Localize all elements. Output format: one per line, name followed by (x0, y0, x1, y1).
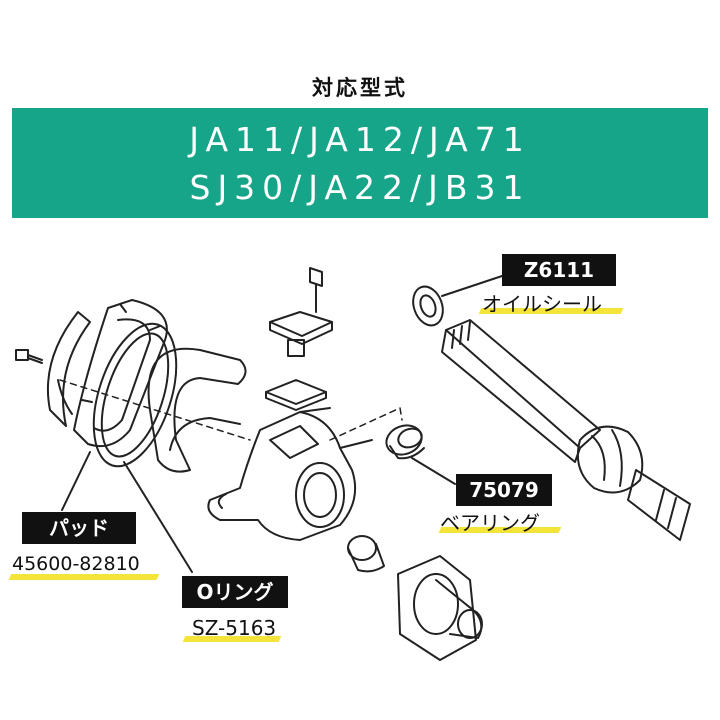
oil-seal-name-label: オイルシール (482, 292, 602, 316)
o-ring-part (92, 322, 178, 468)
kingpin-upper (265, 267, 333, 411)
leader-oil-seal (441, 275, 503, 297)
leader-lines (61, 275, 503, 573)
pad-name-label: パッド (22, 512, 136, 544)
page-title: 対応型式 (312, 76, 408, 100)
assembly-dashed-line (59, 379, 403, 441)
oil-seal-part (412, 285, 444, 327)
bearing-name-label: ベアリング (440, 511, 540, 535)
dust-shield (46, 311, 91, 427)
models-line-1: JA11/JA12/JA71 (189, 120, 531, 159)
o-ring-name-label: Oリング (182, 576, 288, 608)
pad-code-label: 45600-82810 (12, 553, 140, 575)
models-line-2: SJ30/JA22/JB31 (189, 168, 531, 207)
leader-o-ring (123, 461, 193, 573)
axle-shaft (441, 319, 691, 541)
bearing-part (385, 424, 425, 460)
leader-pad (61, 451, 91, 511)
leader-bearing (411, 457, 456, 485)
bolt-left (15, 349, 43, 364)
bearing-code-label: 75079 (456, 474, 552, 506)
model-banner (12, 108, 708, 218)
bushing-part (347, 535, 385, 573)
seal-ring-part (147, 347, 247, 473)
spindle-flange (397, 555, 483, 661)
oil-seal-code-label: Z6111 (502, 254, 616, 286)
o-ring-code-label: SZ-5163 (192, 616, 277, 640)
knuckle-housing (207, 407, 373, 541)
